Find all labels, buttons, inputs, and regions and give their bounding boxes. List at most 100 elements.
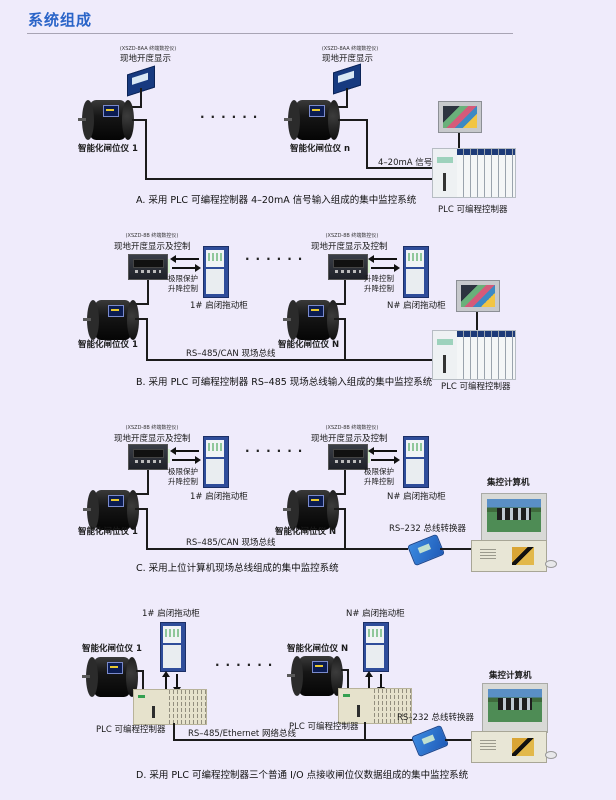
arrow-down-icon (173, 674, 181, 693)
wire (146, 508, 148, 550)
control-label: 升降控制 (364, 284, 394, 293)
wire (366, 167, 436, 169)
local-display-8b (128, 444, 170, 470)
rs232-converter (411, 724, 449, 758)
computer-label: 集控计算机 (487, 478, 530, 488)
drive-cabinet-1 (203, 436, 229, 488)
ellipsis: ······ (200, 110, 264, 124)
plc-controller-n (338, 688, 412, 724)
arrow-right-icon (172, 264, 201, 272)
cabinet-1-label: 1# 启闭拖动柜 (142, 609, 200, 619)
actuator-n-label: 智能化闸位仪 N (278, 340, 340, 350)
converter-label: RS–232 总线转换器 (389, 524, 466, 534)
wire (332, 303, 346, 305)
computer-label: 集控计算机 (489, 671, 532, 681)
wire (133, 303, 149, 305)
display-model-caption: (XSZD-8B 终端数控仪) (125, 425, 179, 431)
arrow-right-icon (371, 264, 400, 272)
protect-label: 极限保护 (168, 467, 198, 476)
bus-label: RS–485/Ethernet 网络总线 (188, 729, 296, 739)
actuator-1 (82, 657, 138, 697)
wire (344, 508, 346, 549)
actuator-n (283, 490, 339, 530)
mouse-icon (545, 560, 557, 568)
cabinet-n-label: N# 启闭拖动柜 (387, 492, 446, 502)
display-label: 现地开度显示及控制 (311, 434, 388, 444)
actuator-1-label: 智能化闸位仪 1 (78, 527, 138, 537)
display-model-caption: (XSZD-8B 终端数控仪) (325, 425, 379, 431)
cabinet-n-label: N# 启闭拖动柜 (387, 301, 446, 311)
display-model-caption: (XSZD-8AA 终端数控仪) (321, 46, 379, 52)
wire (135, 508, 147, 510)
wire (173, 723, 175, 740)
control-label: 升降控制 (364, 477, 394, 486)
title-divider (27, 33, 513, 34)
fieldbus-wire (146, 548, 408, 550)
wire (458, 133, 460, 149)
converter-label: RS–232 总线转换器 (397, 713, 474, 723)
fieldbus-wire (146, 359, 434, 361)
cabinet-1-label: 1# 启闭拖动柜 (190, 492, 248, 502)
wire (440, 548, 472, 550)
display-model-caption: (XSZD-8B 终端数控仪) (125, 233, 179, 239)
ellipsis: ······ (245, 444, 309, 458)
wire (147, 470, 149, 494)
monitor (482, 683, 548, 733)
actuator-1 (78, 100, 134, 140)
protect-label: 极限保护 (168, 274, 198, 283)
wire (338, 119, 368, 121)
monitor (481, 493, 547, 543)
wire (344, 470, 346, 494)
wire (133, 493, 149, 495)
plc-rack (432, 330, 516, 380)
wire (332, 493, 346, 495)
network-bus-wire (173, 739, 413, 741)
arrow-down-icon (377, 674, 385, 693)
actuator-n (284, 100, 340, 140)
display-label: 现地开度显示及控制 (114, 242, 191, 252)
hmi-touchscreen (456, 280, 500, 312)
wire (146, 318, 148, 361)
local-display-8b (128, 254, 170, 280)
hmi-touchscreen (438, 101, 482, 133)
plc-label: PLC 可编程控制器 (96, 725, 166, 735)
wire (344, 318, 346, 360)
actuator-1-label: 智能化闸位仪 1 (82, 644, 142, 654)
wire (347, 669, 349, 689)
ellipsis: ······ (215, 658, 279, 672)
plc-rack (432, 148, 516, 198)
wire (334, 318, 346, 320)
actuator-n-label: 智能化闸位仪 N (287, 644, 349, 654)
wire (132, 106, 142, 108)
arrow-left-icon (170, 447, 199, 455)
display-label: 现地开度显示及控制 (311, 242, 388, 252)
display-model-caption: (XSZD-8B 终端数控仪) (325, 233, 379, 239)
arrow-left-icon (170, 255, 199, 263)
local-display-8b (328, 444, 370, 470)
computer-tower (471, 731, 547, 763)
wire (147, 280, 149, 304)
plc-label: PLC 可编程控制器 (289, 722, 359, 732)
wire (364, 722, 366, 740)
wire (476, 312, 478, 330)
arrow-left-icon (368, 255, 397, 263)
plc-controller-1 (133, 689, 207, 725)
wire (140, 88, 142, 108)
actuator-1 (83, 300, 139, 340)
drive-cabinet-n (403, 246, 429, 298)
section-a-caption: A. 采用 PLC 可编程控制器 4–20mA 信号输入组成的集中监控系统 (136, 195, 417, 206)
wire (135, 318, 147, 320)
actuator-n (283, 300, 339, 340)
actuator-1-label: 智能化闸位仪 1 (78, 144, 138, 154)
drive-cabinet-1 (203, 246, 229, 298)
wire (344, 280, 346, 304)
wire (145, 119, 147, 179)
arrow-right-icon (172, 456, 201, 464)
wire (341, 669, 349, 671)
wire (132, 119, 146, 121)
wire (366, 119, 368, 169)
arrow-up-icon (365, 671, 373, 690)
control-label: 升降控制 (168, 284, 198, 293)
actuator-n-label: 智能化闸位仪 n (290, 144, 351, 154)
mouse-icon (545, 751, 557, 759)
